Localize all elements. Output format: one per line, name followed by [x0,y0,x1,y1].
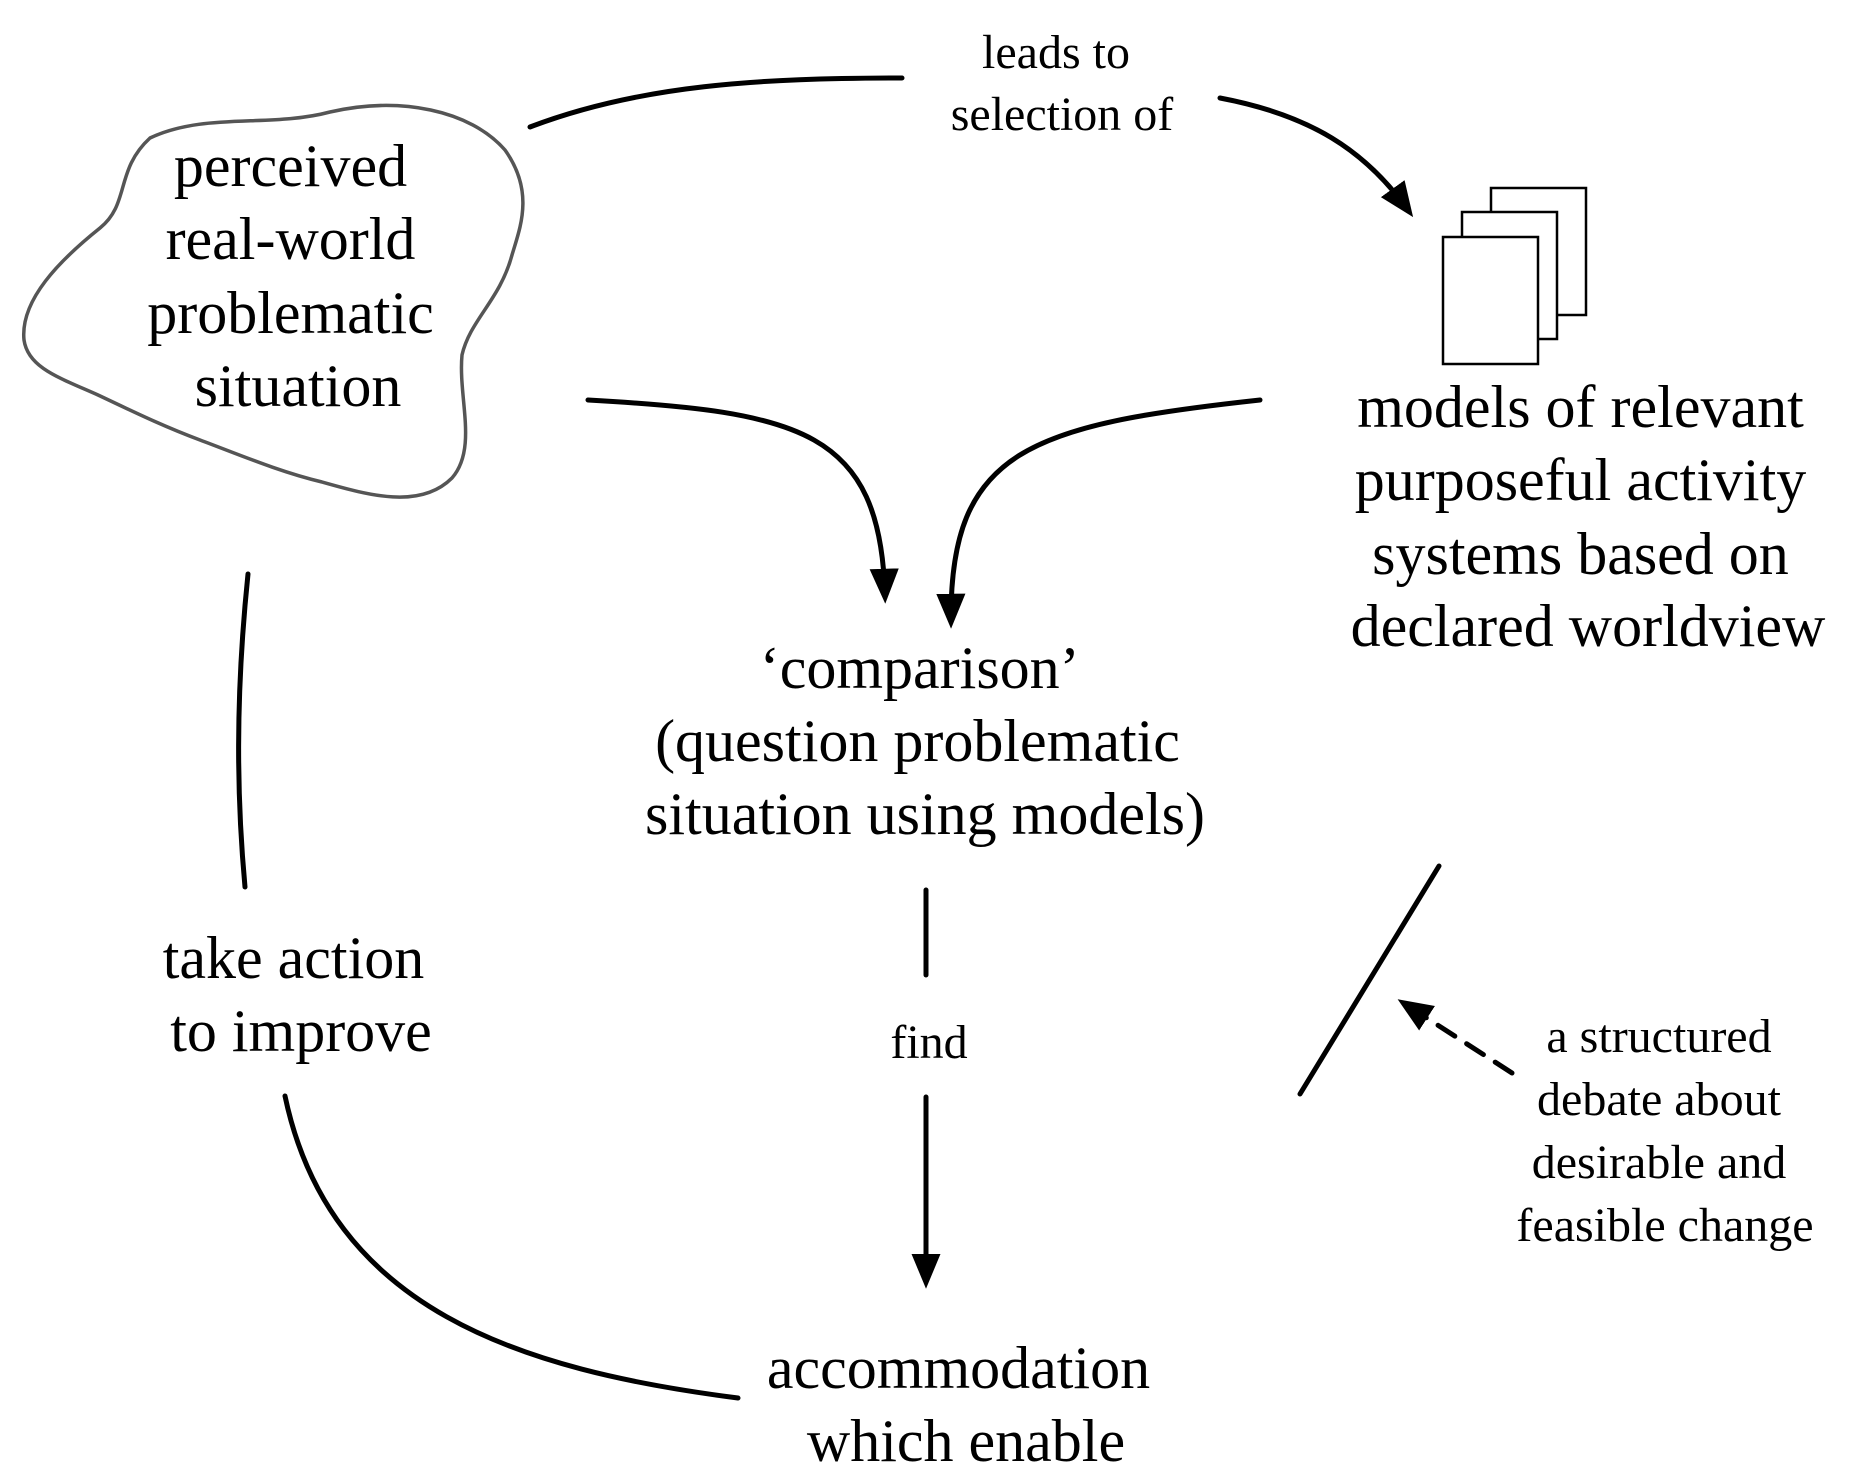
action-to-situation-line [236,571,251,890]
accommodation-to-action-arc [282,1093,741,1401]
debate-divider-line [1297,863,1442,1097]
problem-situation-cloud [22,103,525,499]
find-label: find [890,1016,967,1069]
take-action-label: take action to improve [163,925,440,1064]
comparison-label: ‘comparison’ (question problematic situa… [645,635,1205,847]
leads-to-label: leads to selection of [951,26,1174,141]
debate-dashed-arrow [1397,999,1515,1076]
models-label: models of relevant purposeful activity s… [1351,374,1826,659]
leads-to-arc-left [527,75,905,130]
problem-situation-label: perceived real-world problematic situati… [147,133,449,419]
models-to-comparison-arrow [936,397,1263,629]
situation-to-comparison-arrow [585,397,899,604]
leads-to-arrow [1217,95,1414,218]
debate-label: a structured debate about desirable and … [1516,1010,1813,1252]
models-document-stack-icon [1441,186,1588,366]
accommodation-label: accommodation which enable [767,1335,1165,1471]
